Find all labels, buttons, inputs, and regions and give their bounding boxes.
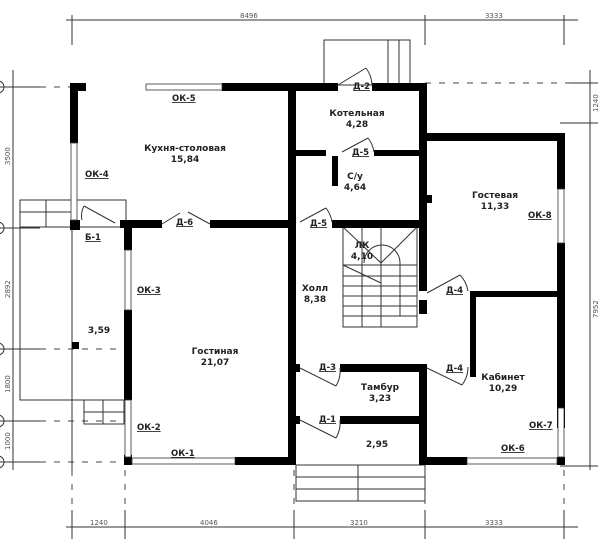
room-guest: Гостевая 11,33 [472,191,518,212]
tag-d3: Д-3 [319,363,336,373]
dim-bottom-4: 3333 [485,519,503,527]
tag-ok4: ОК-4 [85,170,109,180]
tag-ok3: ОК-3 [137,286,161,296]
tag-ok7: ОК-7 [529,421,553,431]
dim-bottom-3: 3210 [350,519,368,527]
tag-d4-lower: Д-4 [446,364,463,374]
dim-left-4: 1000 [4,432,12,450]
svg-text:11,33: 11,33 [481,202,509,212]
tag-ok1: ОК-1 [171,449,195,459]
tag-d4-upper: Д-4 [446,286,463,296]
door-tags: Д-1 Д-2 Д-3 Д-4 Д-4 Д-5 Д-5 Д-6 Б-1 [85,82,463,425]
svg-text:8,38: 8,38 [304,295,326,305]
dim-left-3: 1800 [4,375,12,393]
svg-text:4,28: 4,28 [346,120,368,130]
svg-text:Тамбур: Тамбур [361,382,400,393]
room-balcony-area: 3,59 [88,326,110,336]
tag-d6: Д-6 [176,218,193,228]
dimension-labels: 8496 3333 1240 4046 3210 3333 3500 2892 … [4,12,600,527]
window-ok5 [145,83,223,91]
dim-right-1: 1240 [592,94,600,112]
windows [70,83,565,465]
svg-text:21,07: 21,07 [201,358,229,368]
svg-text:Котельная: Котельная [329,109,384,119]
window-ok2 [124,399,132,458]
svg-text:10,29: 10,29 [489,384,517,394]
walls [70,83,565,465]
svg-text:4,64: 4,64 [344,183,366,193]
dim-top-1: 8496 [240,12,258,20]
dimension-lines [0,15,598,539]
svg-text:15,84: 15,84 [171,155,199,165]
tag-ok6: ОК-6 [501,444,525,454]
dim-top-2: 3333 [485,12,503,20]
tag-balcony: Б-1 [85,233,101,243]
door-swings [81,67,469,439]
svg-text:Холл: Холл [302,284,328,294]
dim-bottom-1: 1240 [90,519,108,527]
svg-text:Гостиная: Гостиная [192,347,239,357]
window-ok8 [557,188,565,244]
room-study: Кабинет 10,29 [481,372,525,394]
room-living: Гостиная 21,07 [192,347,239,368]
room-vestibule: Тамбур 3,23 [361,382,400,404]
dim-left-1: 3500 [4,147,12,165]
tag-ok2: ОК-2 [137,423,161,433]
room-kitchen-dining: Кухня-столовая 15,84 [144,144,226,165]
svg-text:4,10: 4,10 [351,252,373,262]
tag-d2: Д-2 [353,82,370,92]
room-hall: Холл 8,38 [302,284,328,305]
tag-d5-lower: Д-5 [310,219,327,229]
svg-text:Гостевая: Гостевая [472,191,518,201]
dim-left-2: 2892 [4,280,12,298]
tag-d5-upper: Д-5 [352,148,369,158]
svg-text:С/у: С/у [347,172,363,182]
tag-ok5: ОК-5 [172,94,196,104]
room-labels: Кухня-столовая 15,84 Котельная 4,28 С/у … [88,109,526,450]
tag-ok8: ОК-8 [528,211,552,221]
window-ok6 [466,457,558,465]
tag-d1: Д-1 [319,415,336,425]
window-ok3 [124,249,132,311]
dim-bottom-2: 4046 [200,519,218,527]
svg-text:ЛК: ЛК [355,241,370,251]
dim-right-2: 7952 [592,300,600,318]
window-ok4 [70,142,78,221]
window-ok1 [131,457,236,465]
room-bathroom: С/у 4,64 [344,172,366,193]
window-tags: ОК-1 ОК-2 ОК-3 ОК-4 ОК-5 ОК-6 ОК-7 ОК-8 [85,94,553,459]
room-porch-area: 2,95 [366,440,388,450]
svg-text:Кухня-столовая: Кухня-столовая [144,144,226,154]
window-ok7 [557,407,565,458]
svg-text:Кабинет: Кабинет [481,372,525,383]
room-boiler: Котельная 4,28 [329,109,384,130]
room-staircase: ЛК 4,10 [351,241,373,262]
svg-text:3,23: 3,23 [369,394,391,404]
